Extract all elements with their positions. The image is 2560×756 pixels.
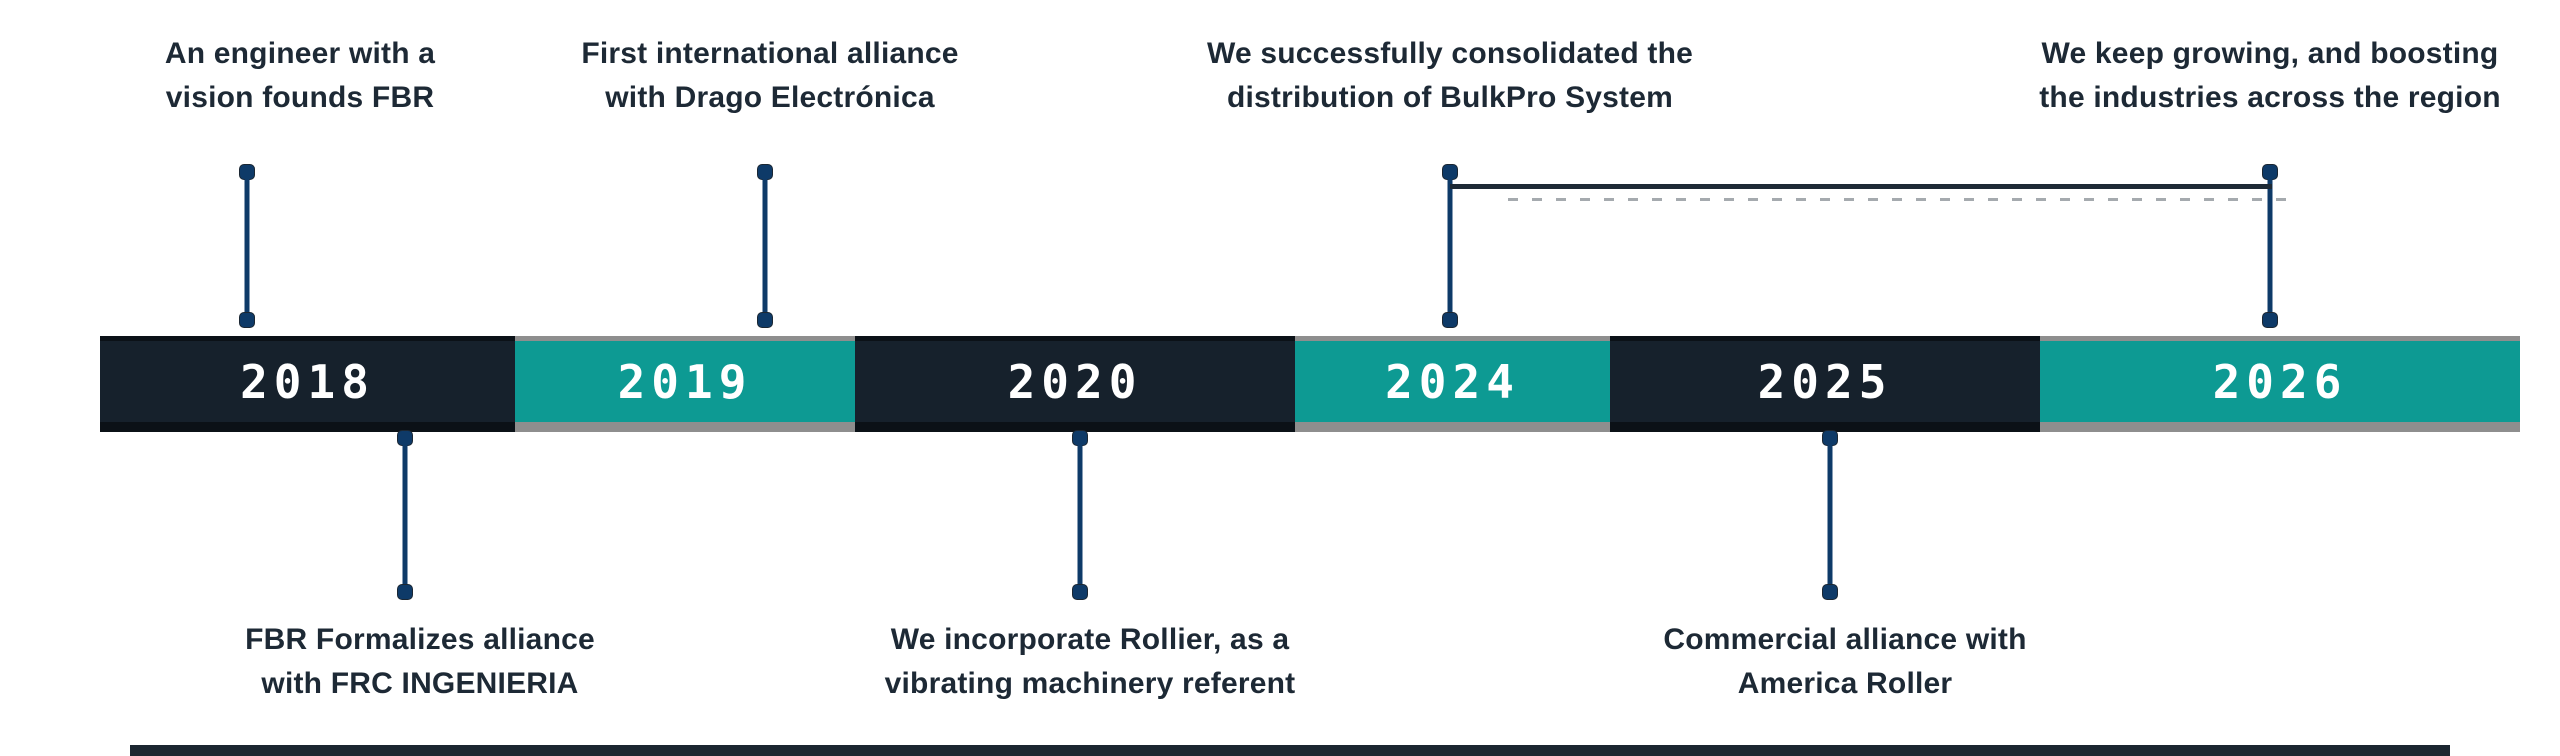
timeline-segment-2018: 2018 bbox=[100, 336, 515, 432]
connector-2026-top bbox=[2262, 164, 2278, 328]
event-text-line: An engineer with a bbox=[164, 37, 436, 70]
timeline-segment-2026: 2026 bbox=[2040, 336, 2520, 432]
connector-2025-bottom bbox=[1822, 430, 1838, 600]
connector-endpoint-icon bbox=[1072, 584, 1088, 600]
event-text-line: First international alliance bbox=[581, 37, 959, 70]
timeline-segment-2025: 2025 bbox=[1610, 336, 2040, 432]
connector-endpoint-icon bbox=[2262, 312, 2278, 328]
year-label: 2018 bbox=[240, 354, 375, 409]
year-label: 2026 bbox=[2212, 354, 2348, 409]
connector-line bbox=[1827, 438, 1833, 592]
event-text-line: with FRC INGENIERIA bbox=[261, 667, 579, 700]
event-label-2026-top: We keep growing, and boosting the indust… bbox=[1940, 32, 2560, 120]
connector-2018-bottom bbox=[397, 430, 413, 600]
connector-endpoint-icon bbox=[397, 584, 413, 600]
event-text-line: vision founds FBR bbox=[165, 81, 435, 114]
connector-2024-top bbox=[1442, 164, 1458, 328]
event-label-2018-top: An engineer with a vision founds FBR bbox=[20, 32, 580, 120]
event-text-line: vibrating machinery referent bbox=[884, 667, 1296, 700]
connector-endpoint-icon bbox=[757, 312, 773, 328]
bracket-dashed-line bbox=[1508, 198, 2288, 201]
event-text-line: We incorporate Rollier, as a bbox=[890, 623, 1290, 656]
connector-line bbox=[2267, 172, 2273, 320]
connector-line bbox=[1077, 438, 1083, 592]
connector-endpoint-icon bbox=[239, 312, 255, 328]
timeline-segment-2019: 2019 bbox=[515, 336, 855, 432]
year-label: 2024 bbox=[1385, 354, 1520, 409]
connector-line bbox=[402, 438, 408, 592]
timeline-segment-2020: 2020 bbox=[855, 336, 1295, 432]
bracket-line-2024-2026 bbox=[1450, 184, 2272, 189]
timeline-bar: 2018 2019 2020 2024 2025 2026 bbox=[100, 336, 2520, 432]
event-text-line: FBR Formalizes alliance bbox=[245, 623, 595, 656]
event-text-line: with Drago Electrónica bbox=[605, 81, 935, 114]
event-label-2019-top: First international alliance with Drago … bbox=[470, 32, 1070, 120]
connector-2018-top bbox=[239, 164, 255, 328]
connector-endpoint-icon bbox=[1442, 312, 1458, 328]
connector-2020-bottom bbox=[1072, 430, 1088, 600]
timeline-segment-2024: 2024 bbox=[1295, 336, 1610, 432]
year-label: 2020 bbox=[1007, 354, 1143, 409]
event-label-2024-top: We successfully consolidated the distrib… bbox=[1120, 32, 1780, 120]
cropped-next-row-bar bbox=[130, 745, 2450, 756]
event-text-line: the industries across the region bbox=[2039, 81, 2501, 114]
event-text-line: Commercial alliance with bbox=[1663, 623, 2027, 656]
connector-2019-top bbox=[757, 164, 773, 328]
event-text-line: America Roller bbox=[1737, 667, 1953, 700]
event-text-line: distribution of BulkPro System bbox=[1226, 81, 1674, 114]
event-text-line: We keep growing, and boosting bbox=[2041, 37, 2499, 70]
event-text-line: We successfully consolidated the bbox=[1207, 37, 1693, 70]
event-label-2018-bottom: FBR Formalizes alliance with FRC INGENIE… bbox=[130, 618, 710, 706]
connector-line bbox=[244, 172, 250, 320]
connector-line bbox=[762, 172, 768, 320]
connector-line bbox=[1447, 172, 1453, 320]
event-label-2025-bottom: Commercial alliance with America Roller bbox=[1555, 618, 2135, 706]
year-label: 2019 bbox=[617, 354, 753, 409]
year-label: 2025 bbox=[1757, 354, 1893, 409]
event-label-2020-bottom: We incorporate Rollier, as a vibrating m… bbox=[800, 618, 1380, 706]
connector-endpoint-icon bbox=[1822, 584, 1838, 600]
